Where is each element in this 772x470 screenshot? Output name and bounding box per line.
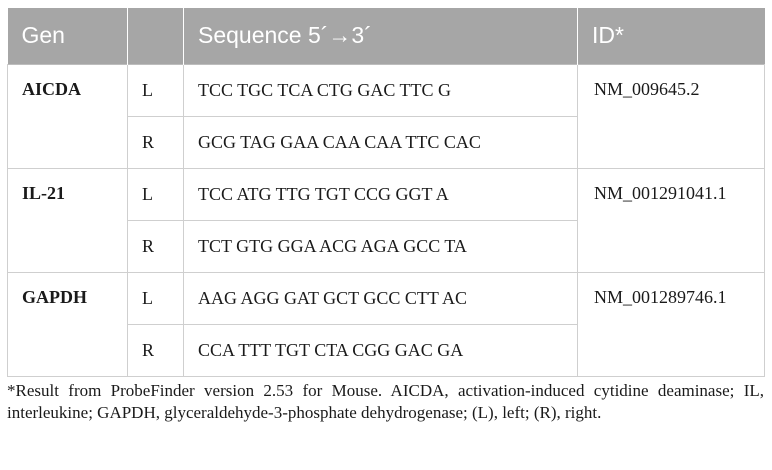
header-id: ID*	[577, 8, 765, 64]
header-gene: Gen	[7, 8, 128, 64]
primer-side: L	[127, 272, 184, 325]
primer-sequence: TCT GTG GGA ACG AGA GCC TA	[183, 220, 578, 273]
header-sequence: Sequence 5´→3´	[183, 8, 578, 64]
table-row: R GCG TAG GAA CAA CAA TTC CAC	[8, 116, 765, 169]
primer-sequence: AAG AGG GAT GCT GCC CTT AC	[183, 272, 578, 325]
primer-sequence: TCC ATG TTG TGT CCG GGT A	[183, 168, 578, 221]
gene-name: IL-21	[7, 168, 128, 273]
accession-id: NM_001289746.1	[577, 272, 765, 377]
primer-table-container: Gen Sequence 5´→3´ ID* AICDA L TCC TGC T…	[7, 8, 765, 377]
primer-sequence: GCG TAG GAA CAA CAA TTC CAC	[183, 116, 578, 169]
table-row: R TCT GTG GGA ACG AGA GCC TA	[8, 220, 765, 273]
table-footnote: *Result from ProbeFinder version 2.53 fo…	[7, 381, 764, 422]
gene-name: GAPDH	[7, 272, 128, 377]
table-body: AICDA L TCC TGC TCA CTG GAC TTC G NM_009…	[7, 63, 765, 377]
primer-side: R	[127, 220, 184, 273]
header-row: Gen Sequence 5´→3´ ID*	[7, 8, 765, 64]
table-row: GAPDH L AAG AGG GAT GCT GCC CTT AC NM_00…	[7, 272, 765, 377]
primer-table: Gen Sequence 5´→3´ ID* AICDA L TCC TGC T…	[7, 8, 765, 377]
accession-id: NM_001291041.1	[577, 168, 765, 273]
table-header: Gen Sequence 5´→3´ ID*	[7, 8, 765, 64]
primer-side: L	[127, 168, 184, 221]
table-row: R CCA TTT TGT CTA CGG GAC GA	[8, 324, 765, 377]
accession-id: NM_009645.2	[577, 63, 765, 169]
primer-sequence: TCC TGC TCA CTG GAC TTC G	[183, 63, 578, 117]
gene-name: AICDA	[7, 63, 128, 169]
table-row: AICDA L TCC TGC TCA CTG GAC TTC G NM_009…	[7, 63, 765, 169]
primer-side: L	[127, 63, 184, 117]
primer-sequence: CCA TTT TGT CTA CGG GAC GA	[183, 324, 578, 377]
header-side	[127, 8, 184, 64]
primer-side: R	[127, 116, 184, 169]
primer-side: R	[127, 324, 184, 377]
table-row: IL-21 L TCC ATG TTG TGT CCG GGT A NM_001…	[7, 168, 765, 273]
